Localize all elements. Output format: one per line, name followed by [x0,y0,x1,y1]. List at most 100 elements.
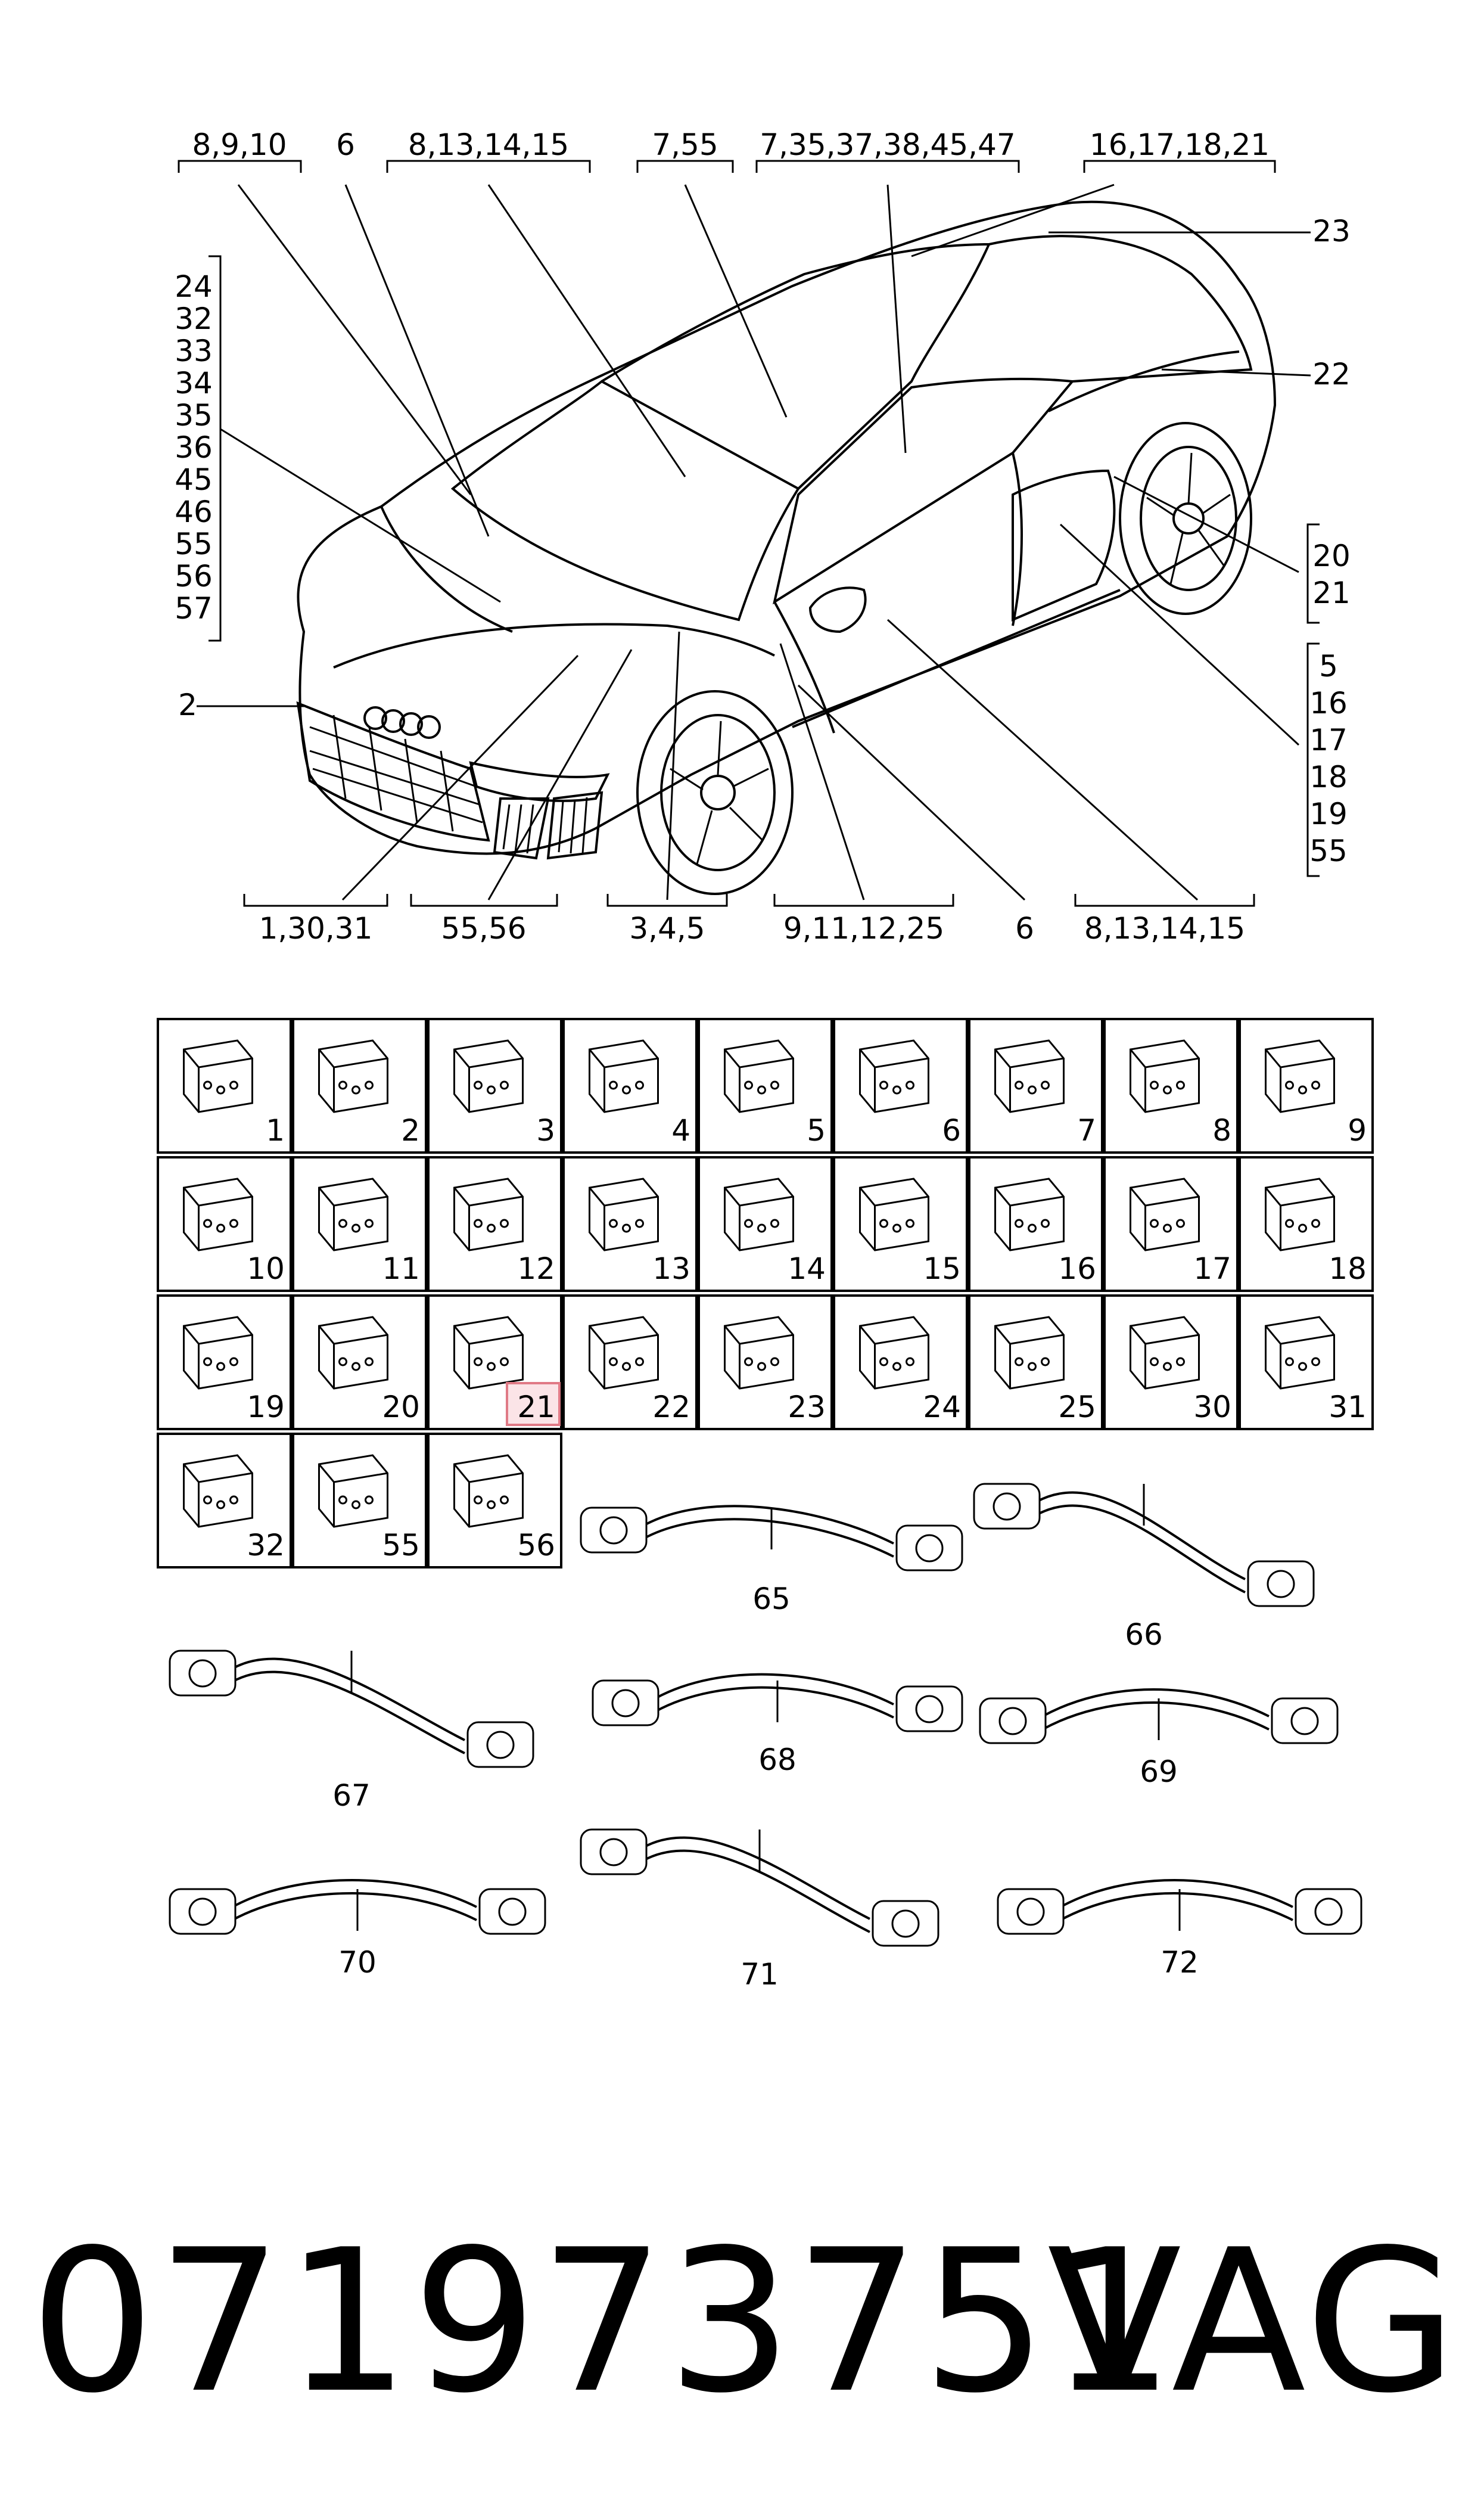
plug-face [998,1707,1027,1735]
connector-cell-56[interactable]: 56 [427,1433,562,1568]
brand-label: VAG [1047,2207,1460,2436]
connector-icon [994,1178,1065,1251]
cable-wire [643,1836,870,1920]
cable-70[interactable]: 70 [169,1879,546,1980]
callout-right-pair-1: 20 [1312,539,1351,573]
connector-label: 16 [1058,1251,1096,1286]
pin-icon [338,1219,347,1228]
connector-cell-16[interactable]: 16 [968,1156,1103,1292]
cable-65[interactable]: 65 [580,1505,963,1616]
connector-icon [994,1316,1065,1390]
connector-cell-10[interactable]: 10 [157,1156,292,1292]
connector-cell-19[interactable]: 19 [157,1294,292,1430]
connector-label: 31 [1329,1390,1367,1424]
cable-label: 68 [758,1743,797,1777]
pin-icon [474,1080,483,1090]
plug-face [993,1492,1021,1521]
connector-cell-20[interactable]: 20 [292,1294,427,1430]
connector-cell-3[interactable]: 3 [427,1018,562,1154]
connector-cell-1[interactable]: 1 [157,1018,292,1154]
connector-cell-11[interactable]: 11 [292,1156,427,1292]
plug-icon [478,1888,546,1935]
cable-66[interactable]: 66 [973,1483,1315,1652]
pin-icon [203,1080,212,1090]
pin-icon [365,1080,374,1090]
plug-face [1314,1897,1343,1926]
connector-cell-12[interactable]: 12 [427,1156,562,1292]
cable-label: 65 [752,1582,791,1616]
cable-wire [232,1657,465,1741]
connector-cell-32[interactable]: 32 [157,1433,292,1568]
plug-icon [466,1721,534,1768]
connector-cell-23[interactable]: 23 [698,1294,833,1430]
highlight-box [506,1382,561,1426]
callout-right-22: 22 [1312,357,1351,392]
connector-label: 55 [382,1528,420,1563]
connector-cell-13[interactable]: 13 [562,1156,698,1292]
connector-cell-9[interactable]: 9 [1239,1018,1374,1154]
cable-label: 71 [741,1957,779,1992]
bottom-callouts: 1,30,31 55,56 3,4,5 9,11,12,25 6 8,13,14… [243,894,1255,946]
pin-icon [635,1080,644,1090]
plug-icon [895,1685,963,1732]
connector-cell-14[interactable]: 14 [698,1156,833,1292]
connector-cell-8[interactable]: 8 [1103,1018,1239,1154]
connector-cell-25[interactable]: 25 [968,1294,1103,1430]
right-callouts: 23 22 20 21 5 16 17 18 19 55 [1306,214,1351,877]
pin-icon [1176,1219,1185,1228]
connector-cell-21[interactable]: 21 [427,1294,562,1430]
connector-cell-22[interactable]: 22 [562,1294,698,1430]
pin-icon [609,1080,618,1090]
connector-cell-7[interactable]: 7 [968,1018,1103,1154]
cable-wire [643,1518,894,1558]
connector-cell-5[interactable]: 5 [698,1018,833,1154]
plug-face [498,1897,527,1926]
callout-right-stack-5: 19 [1309,797,1348,831]
pin-icon [351,1085,360,1095]
cable-wire [232,1670,465,1754]
connector-icon [724,1039,794,1113]
connector-cell-15[interactable]: 15 [833,1156,968,1292]
connector-cell-30[interactable]: 30 [1103,1294,1239,1430]
connector-cell-4[interactable]: 4 [562,1018,698,1154]
plug-face [915,1534,944,1563]
connector-icon [183,1454,253,1528]
pin-icon [1311,1357,1320,1366]
connector-icon [724,1178,794,1251]
cable-72[interactable]: 72 [997,1879,1362,1980]
pin-icon [1028,1085,1037,1095]
pin-icon [892,1085,901,1095]
connector-cell-2[interactable]: 2 [292,1018,427,1154]
connector-label: 23 [788,1390,826,1424]
connector-cell-17[interactable]: 17 [1103,1156,1239,1292]
connector-cell-6[interactable]: 6 [833,1018,968,1154]
connector-label: 17 [1193,1251,1231,1286]
connector-label: 8 [1212,1113,1231,1148]
connector-icon [1265,1316,1335,1390]
cable-67[interactable]: 67 [169,1650,534,1813]
pin-icon [609,1357,618,1366]
connector-icon [183,1039,253,1113]
pin-icon [1015,1219,1023,1228]
cell-frame [833,1156,968,1292]
cable-71[interactable]: 71 [580,1828,939,1992]
connector-icon [453,1039,524,1113]
pin-icon [500,1357,509,1366]
pin-icon [474,1357,483,1366]
cable-wire [1042,1688,1270,1717]
cable-68[interactable]: 68 [592,1673,963,1777]
connector-cell-31[interactable]: 31 [1239,1294,1374,1430]
connector-icon [859,1039,929,1113]
pin-icon [609,1219,618,1228]
callout-bottom-6: 8,13,14,15 [1084,911,1245,946]
connector-cell-24[interactable]: 24 [833,1294,968,1430]
cable-assemblies: 65 66 67 68 69 70 71 72 [169,1483,1362,1992]
pin-icon [338,1357,347,1366]
callout-left-single: 2 [178,688,197,722]
connector-cell-18[interactable]: 18 [1239,1156,1374,1292]
pin-icon [1028,1362,1037,1371]
cable-69[interactable]: 69 [979,1688,1339,1789]
leader-lines [197,184,1311,901]
callout-top-3: 8,13,14,15 [408,128,569,162]
connector-cell-55[interactable]: 55 [292,1433,427,1568]
